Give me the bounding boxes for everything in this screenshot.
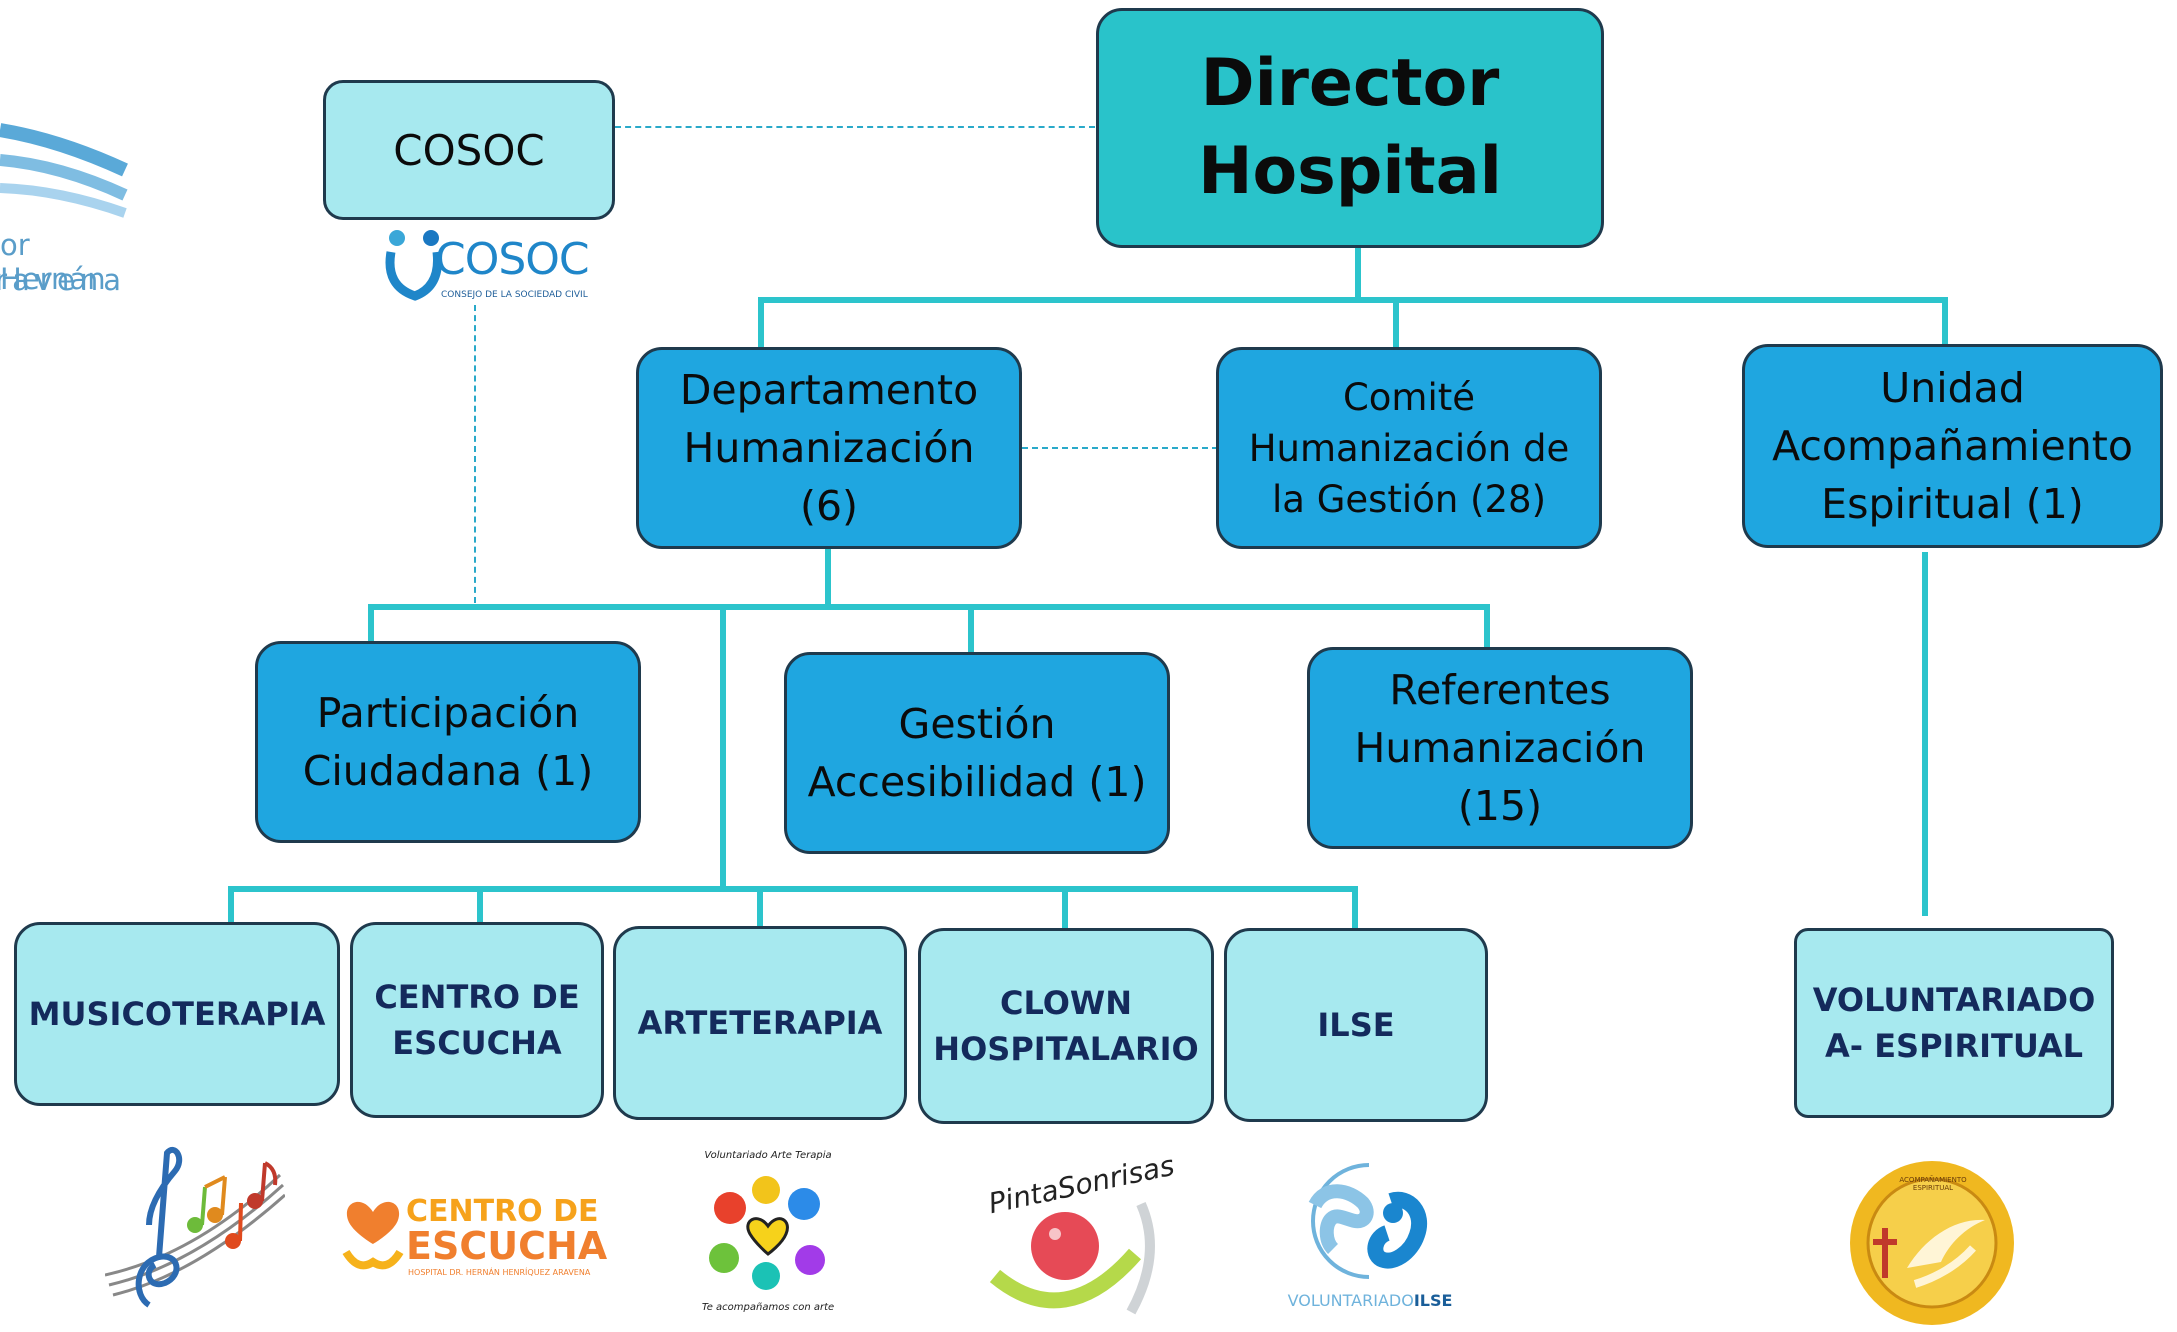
- hospital-logo-text-2: Aravena: [0, 263, 126, 297]
- dashed-departamento-comite: [1022, 447, 1218, 449]
- comite-box: Comité Humanización de la Gestión (28): [1216, 347, 1602, 549]
- arte-logo-bottom-text: Te acompañamos con arte: [701, 1302, 835, 1313]
- clown-nose-icon: [989, 1201, 1155, 1315]
- ilse-label: ILSE: [1317, 1006, 1395, 1044]
- ilse-box: ILSE: [1224, 928, 1488, 1122]
- centro-escucha-label: CENTRO DE ESCUCHA: [374, 978, 580, 1062]
- voluntariado-box: VOLUNTARIADO A- ESPIRITUAL: [1794, 928, 2114, 1118]
- dashed-cosoc-down: [474, 305, 476, 603]
- referentes-label: Referentes Humanización (15): [1354, 666, 1646, 830]
- connector-to-clown: [1062, 886, 1068, 930]
- connector-to-referentes: [1484, 604, 1490, 648]
- connector-to-departamento: [758, 297, 764, 347]
- departamento-box: Departamento Humanización (6): [636, 347, 1022, 549]
- cosoc-people-icon: [385, 230, 443, 301]
- centro-escucha-logo: CENTRO DE ESCUCHA HOSPITAL DR. HERNÁN HE…: [342, 1192, 607, 1280]
- sign-hands-icon: [1308, 1163, 1428, 1279]
- connector-director-down: [1355, 245, 1361, 297]
- ilse-logo-label: VOLUNTARIADOILSE: [1285, 1291, 1455, 1310]
- cosoc-logo-word: COSOC: [435, 234, 590, 285]
- cosoc-logo: COSOC CONSEJO DE LA SOCIEDAD CIVIL: [385, 228, 590, 306]
- gestion-box: Gestión Accesibilidad (1): [784, 652, 1170, 854]
- connector-to-arteterapia: [757, 886, 763, 928]
- connector-to-ilse: [1352, 886, 1358, 930]
- connector-unidad-to-voluntariado: [1922, 552, 1928, 916]
- participacion-box: Participación Ciudadana (1): [255, 641, 641, 843]
- espiritual-seal-icon: [1850, 1161, 2014, 1325]
- arteterapia-label: ARTETERAPIA: [637, 1004, 883, 1042]
- participacion-label: Participación Ciudadana (1): [302, 689, 594, 795]
- espiritual-ring-text: ACOMPAÑAMIENTO ESPIRITUAL: [1899, 1176, 1967, 1192]
- connector-to-unidad: [1942, 297, 1948, 347]
- dashed-cosoc-director: [615, 126, 1095, 128]
- arte-logo-top-text: Voluntariado Arte Terapia: [704, 1150, 832, 1161]
- arteterapia-box: ARTETERAPIA: [613, 926, 907, 1120]
- hospital-logo-arcs-icon: [0, 123, 128, 218]
- pintasonrisas-logo: PintaSonrisas: [985, 1149, 1177, 1325]
- connector-to-comite: [1393, 297, 1399, 347]
- music-logo: [104, 1145, 286, 1317]
- ilse-logo-label-main: VOLUNTARIADO: [1287, 1291, 1414, 1310]
- hospital-logo-text-1: or Hernán: [0, 228, 106, 296]
- connector-level1-horizontal: [758, 297, 1948, 303]
- painted-hands-icon: [709, 1176, 825, 1290]
- connector-level2-horizontal: [368, 604, 1490, 610]
- director-label: Director Hospital: [1198, 46, 1502, 209]
- connector-departamento-down: [825, 548, 831, 610]
- arteterapia-logo: Voluntariado Arte Terapia Te acompañamos…: [700, 1150, 836, 1318]
- unidad-box: Unidad Acompañamiento Espiritual (1): [1742, 344, 2163, 548]
- cosoc-box: COSOC: [323, 80, 615, 220]
- musicoterapia-label: MUSICOTERAPIA: [28, 995, 326, 1033]
- centro-logo-line1: CENTRO DE: [406, 1194, 599, 1229]
- connector-programs-trunk: [720, 604, 726, 892]
- referentes-box: Referentes Humanización (15): [1307, 647, 1693, 849]
- centro-escucha-box: CENTRO DE ESCUCHA: [350, 922, 604, 1118]
- espiritual-logo: ACOMPAÑAMIENTO ESPIRITUAL: [1845, 1158, 2019, 1328]
- connector-to-participacion: [368, 604, 374, 644]
- departamento-label: Departamento Humanización (6): [679, 366, 979, 530]
- clown-box: CLOWN HOSPITALARIO: [918, 928, 1214, 1124]
- voluntariado-label: VOLUNTARIADO A- ESPIRITUAL: [1812, 981, 2096, 1065]
- hospital-logo: or Hernán Aravena: [0, 110, 130, 300]
- centro-logo-line2: ESCUCHA: [406, 1224, 608, 1268]
- ilse-logo-label-bold: ILSE: [1413, 1291, 1453, 1310]
- ear-heart-icon: [342, 1201, 404, 1270]
- director-box: Director Hospital: [1096, 8, 1604, 248]
- centro-logo-sub: HOSPITAL DR. HERNÁN HENRÍQUEZ ARAVENA: [408, 1268, 591, 1277]
- connector-to-centro: [477, 886, 483, 922]
- musicoterapia-box: MUSICOTERAPIA: [14, 922, 340, 1106]
- cosoc-logo-sub: CONSEJO DE LA SOCIEDAD CIVIL: [441, 290, 588, 300]
- connector-to-gestion: [968, 604, 974, 654]
- cosoc-label: COSOC: [393, 125, 545, 175]
- ilse-logo: VOLUNTARIADOILSE: [1285, 1155, 1455, 1315]
- clown-label: CLOWN HOSPITALARIO: [933, 984, 1199, 1068]
- connector-to-musicoterapia: [228, 886, 234, 924]
- connector-programs-horizontal: [228, 886, 1358, 892]
- comite-label: Comité Humanización de la Gestión (28): [1248, 375, 1570, 521]
- gestion-label: Gestión Accesibilidad (1): [807, 700, 1147, 806]
- music-notes-icon: [104, 1146, 286, 1308]
- unidad-label: Unidad Acompañamiento Espiritual (1): [1772, 364, 2133, 528]
